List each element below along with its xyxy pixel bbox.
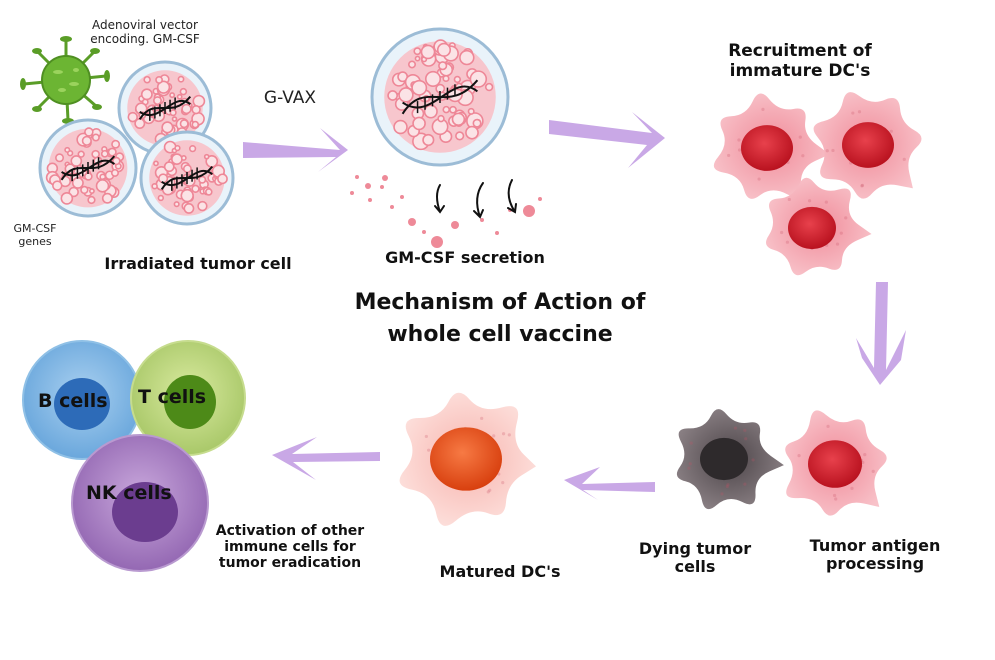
dying-tumor-cell <box>676 409 784 510</box>
irradiated-tumor-cells <box>38 60 235 226</box>
gm-csf-dot <box>422 230 426 234</box>
activation-label: Activation of other immune cells for tum… <box>190 523 390 571</box>
gm-csf-dot <box>380 185 384 189</box>
gm-csf-secretion-label: GM-CSF secretion <box>385 248 545 267</box>
gm-csf-dot <box>538 197 542 201</box>
dying-tumor-cells-label: Dying tumor cells <box>615 539 775 577</box>
tumor-antigen-dc <box>785 410 887 516</box>
b-cells-label: B cells <box>38 390 108 412</box>
gm-csf-dot <box>365 183 371 189</box>
immature-dc-2 <box>813 92 922 199</box>
gm-csf-dot <box>400 195 404 199</box>
activation-line-3: tumor eradication <box>218 555 362 572</box>
dying-line-1: Dying tumor <box>638 539 752 558</box>
title-line-2: whole cell vaccine <box>387 322 613 347</box>
gm-csf-dot <box>451 221 459 229</box>
nucleus <box>808 440 862 488</box>
matured-dcs-label: Matured DC's <box>439 562 561 581</box>
gm-csf-dot <box>408 218 416 226</box>
secretion-arrows <box>434 179 517 219</box>
gm-csf-dot <box>495 231 499 235</box>
tumor-antigen-line-1: Tumor antigen <box>809 536 941 555</box>
arrow-to-recruitment <box>549 112 665 168</box>
dna-icon <box>160 165 214 191</box>
nk-cells-label: NK cells <box>86 482 172 504</box>
adenoviral-vector-label: Adenoviral vector encoding. GM-CSF <box>90 18 200 47</box>
dying-line-2: cells <box>674 557 716 577</box>
title-line-1: Mechanism of Action of <box>354 290 646 315</box>
matured-dc <box>399 392 537 526</box>
recruitment-label: Recruitment of immature DC's <box>700 41 900 81</box>
gm-csf-dot <box>368 198 372 202</box>
gm-csf-dot <box>355 175 359 179</box>
activation-line-2: immune cells for <box>224 539 356 556</box>
immature-dc-1 <box>713 93 830 199</box>
arrow-to-gvax <box>243 128 348 172</box>
dna-icon <box>401 79 479 115</box>
gvax-tumor-cell <box>370 27 510 167</box>
b-cell <box>22 340 142 460</box>
nucleus <box>788 206 836 250</box>
recruitment-line-1: Recruitment of <box>728 41 872 61</box>
tumor-antigen-line-2: processing <box>825 554 925 574</box>
dna-icon <box>138 95 192 121</box>
irradiated-tumor-cell-label: Irradiated tumor cell <box>104 254 292 273</box>
dna-icon <box>60 155 116 182</box>
activation-line-1: Activation of other <box>215 523 365 539</box>
gm-csf-dot <box>390 205 394 209</box>
g-vax-label: G-VAX <box>263 88 317 108</box>
gm-csf-dot <box>523 205 535 217</box>
diagram-title: Mechanism of Action of whole cell vaccin… <box>290 287 710 351</box>
gm-csf-genes-label: GM-CSF genes <box>13 222 57 249</box>
arrow-to-dying <box>564 467 655 500</box>
arrow-down-to-antigen <box>856 282 906 385</box>
tumor-cell-right <box>139 130 235 226</box>
tumor-cell-left <box>38 118 138 218</box>
nk-cell <box>71 434 209 572</box>
adenovirus-icon <box>20 36 110 124</box>
dendritic-cells <box>399 92 922 526</box>
gm-csf-secretion-dots <box>350 175 542 248</box>
gm-csf-dot <box>431 236 443 248</box>
nucleus <box>700 437 748 481</box>
central-tumor-cell <box>370 27 510 167</box>
arrow-to-matured <box>272 437 380 480</box>
gm-csf-dot <box>350 191 354 195</box>
tumor-antigen-processing-label: Tumor antigen processing <box>780 536 970 574</box>
gm-csf-dot <box>480 218 484 222</box>
nucleus <box>842 122 894 168</box>
t-cells-label: T cells <box>138 386 207 408</box>
gm-csf-dot <box>382 175 388 181</box>
immature-dc-3 <box>766 177 872 276</box>
flow-arrows <box>243 112 906 500</box>
nucleus <box>741 125 793 171</box>
t-cell <box>130 340 246 456</box>
recruitment-line-2: immature DC's <box>729 60 871 81</box>
nucleus <box>430 427 502 491</box>
